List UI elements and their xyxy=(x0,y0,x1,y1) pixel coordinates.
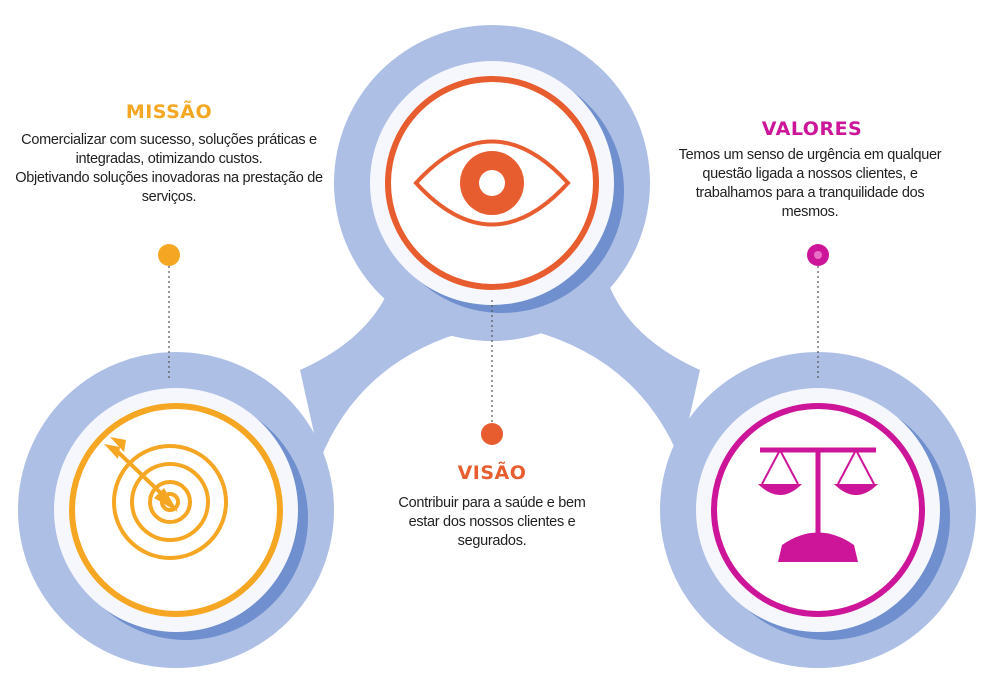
missao-line: Comercializar com sucesso, soluções prát… xyxy=(21,132,317,148)
valores-title: VALORES xyxy=(761,118,863,140)
valores-line: questão ligada a nossos clientes, e xyxy=(702,166,918,182)
visao-line: Contribuir para a saúde e bem xyxy=(398,495,586,511)
missao-description: Comercializar com sucesso, soluções prát… xyxy=(4,131,334,207)
missao-line: integradas, otimizando custos. xyxy=(75,151,263,167)
valores-connector xyxy=(807,244,829,378)
visao-connector xyxy=(481,300,503,445)
valores-description: Temos um senso de urgência em qualquer q… xyxy=(660,146,960,222)
valores-line: mesmos. xyxy=(781,204,839,220)
missao-connector xyxy=(158,244,180,378)
missao-title: MISSÃO xyxy=(125,101,213,123)
visao-description: Contribuir para a saúde e bem estar dos … xyxy=(372,494,612,551)
scales-icon xyxy=(758,447,878,562)
target-arrow-icon xyxy=(104,437,228,560)
eye-icon xyxy=(413,139,571,227)
visao-line: estar dos nossos clientes e xyxy=(408,514,576,530)
visao-title: VISÃO xyxy=(457,462,527,484)
valores-line: Temos um senso de urgência em qualquer xyxy=(678,147,942,163)
missao-line: serviços. xyxy=(141,189,197,205)
visao-line: segurados. xyxy=(457,533,527,549)
missao-line: Objetivando soluções inovadoras na prest… xyxy=(15,170,323,186)
valores-line: trabalhamos para a tranquilidade dos xyxy=(695,185,925,201)
